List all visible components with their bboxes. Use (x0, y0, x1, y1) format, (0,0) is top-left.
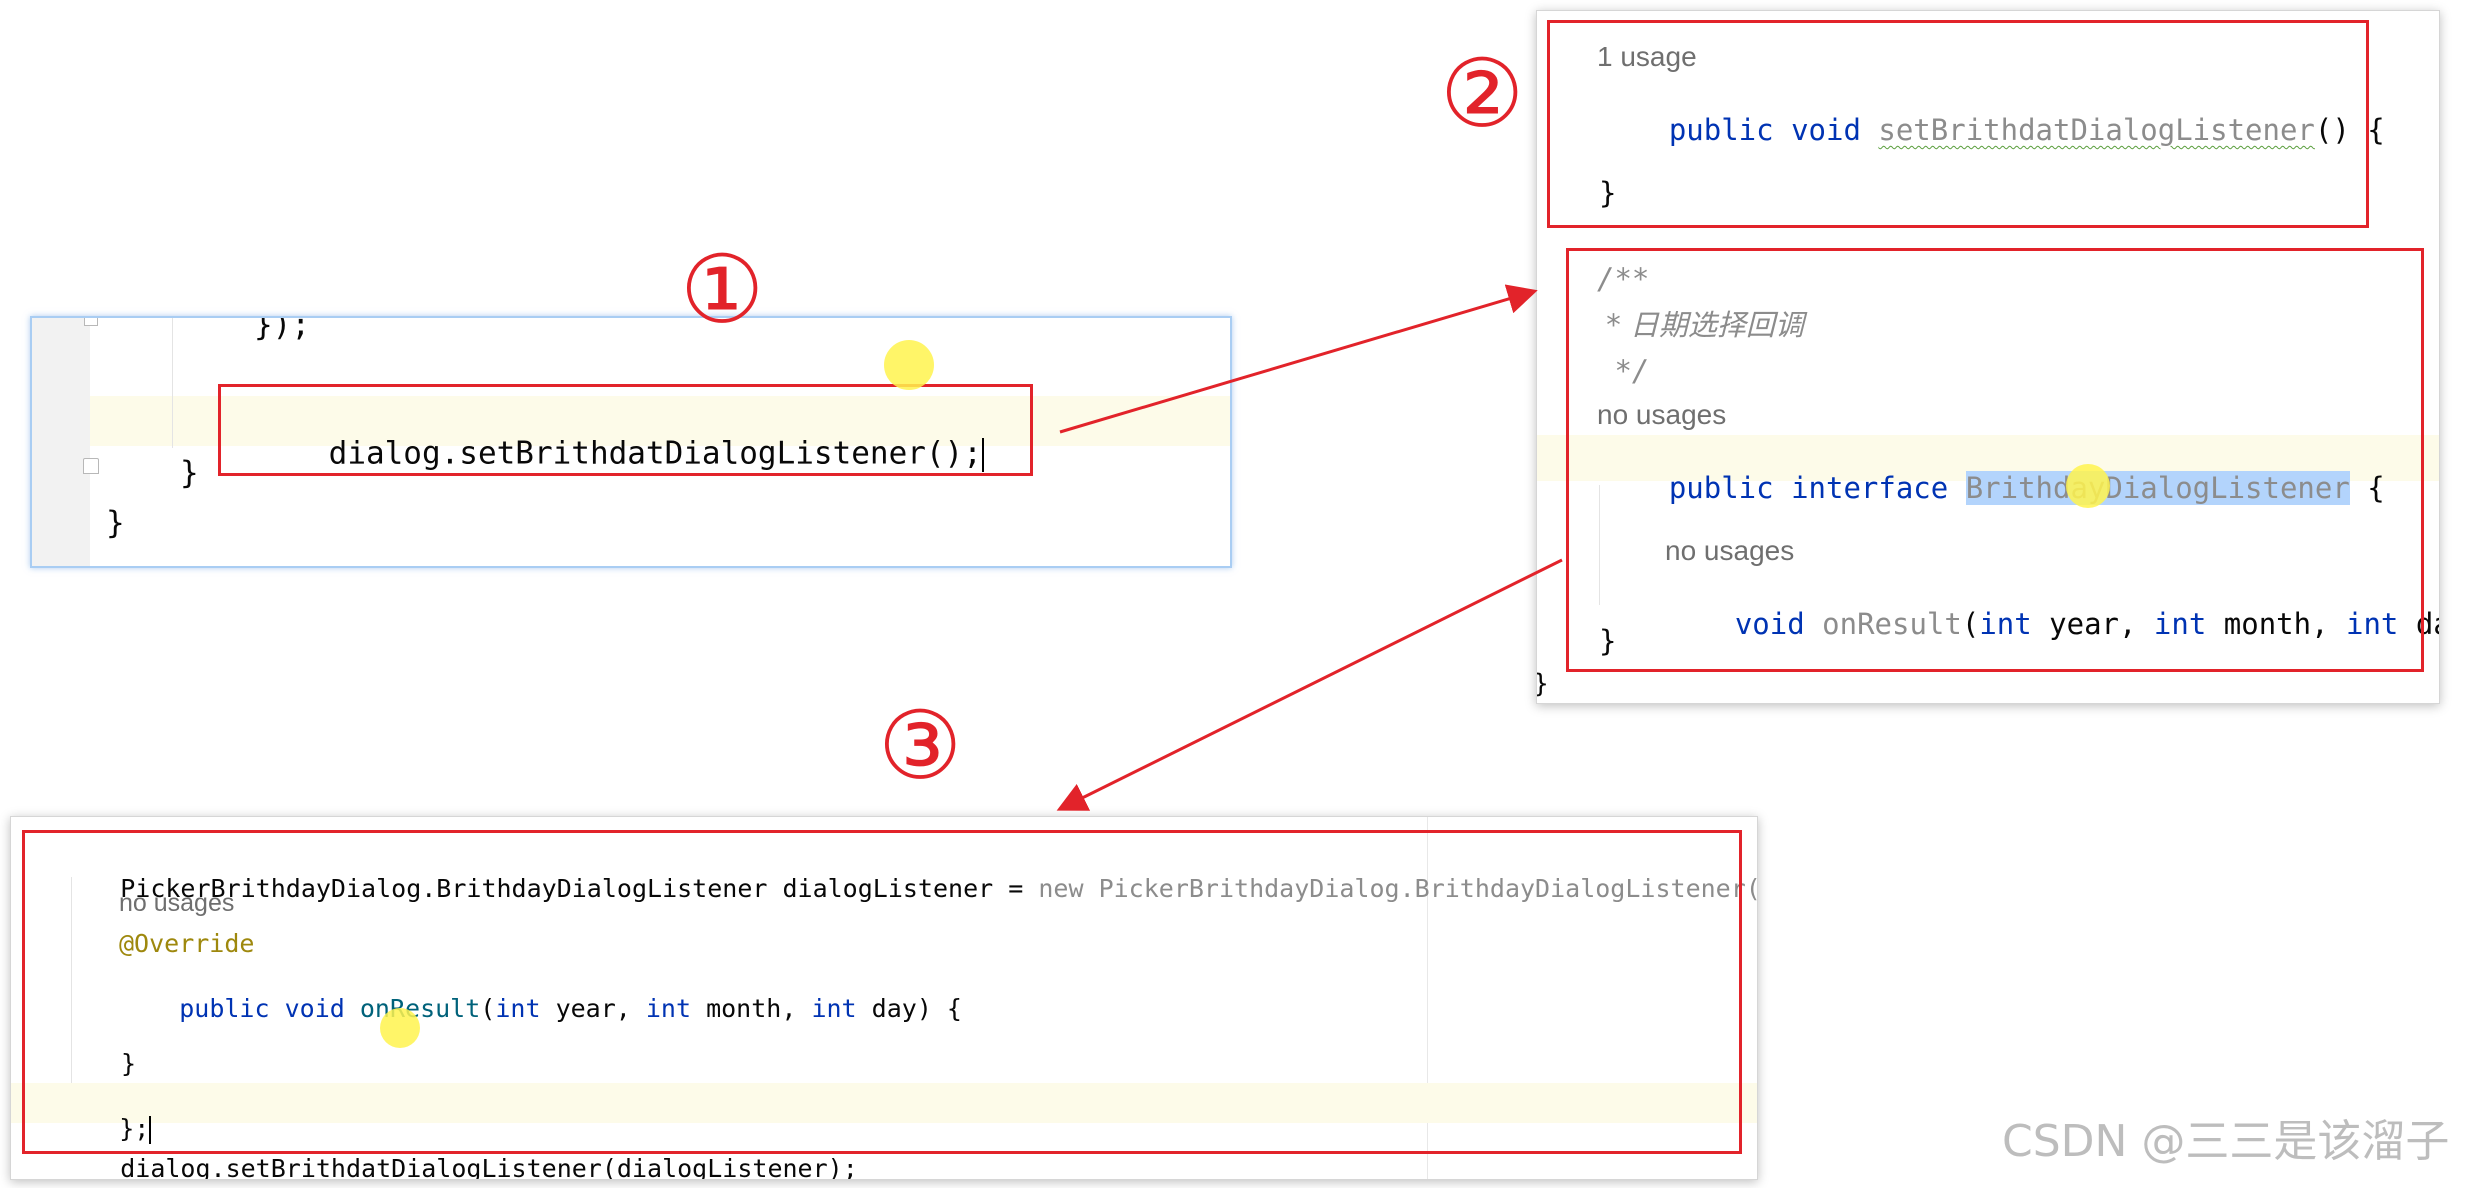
click-indicator (2066, 464, 2110, 508)
code-line-brace: } (1599, 176, 1617, 210)
code-line-brace: } (180, 455, 199, 491)
text-caret (981, 438, 984, 472)
usage-hint: no usages (1597, 399, 1727, 430)
fold-marker-icon[interactable] (84, 318, 98, 326)
indent-guide (1599, 485, 1600, 605)
annotation-box-2b (1566, 248, 2424, 672)
doc-comment-text: * 日期选择回调 (1597, 308, 1804, 342)
gutter (32, 318, 90, 566)
code-line-close-paren: }); (254, 316, 310, 343)
annotation-box-1 (218, 384, 1033, 476)
code-line-close: }; (119, 1114, 152, 1144)
annotation-box-3 (22, 830, 1742, 1154)
method-name[interactable]: onResult (359, 994, 481, 1023)
listener-declaration: PickerBrithdayDialog.BrithdayDialogListe… (120, 874, 1758, 903)
usage-hint: no usages (1665, 535, 1795, 566)
override-annotation: @Override (119, 929, 255, 958)
method-name[interactable]: setBrithdatDialogListener (225, 1154, 602, 1180)
method-declaration: public void setBrithdatDialogListener() … (1668, 113, 2385, 147)
code-panel-2: 1 usage public void setBrithdatDialogLis… (1536, 10, 2440, 704)
method-name[interactable]: setBrithdatDialogListener (1878, 113, 2315, 147)
right-margin-guide (1427, 817, 1428, 1179)
step-label-2: ② (1440, 40, 1525, 149)
code-line-brace: } (1599, 624, 1617, 658)
watermark: CSDN @三三是该溜子 (2002, 1116, 2450, 1167)
step-label-3: ③ (878, 692, 963, 801)
usage-hint: 1 usage (1597, 41, 1697, 72)
interface-declaration: public interface BrithdayDialogListener … (1668, 471, 2385, 505)
call-text: dialog.setBrithdatDialogListener(); (328, 435, 982, 472)
doc-comment-open: /** (1597, 262, 1650, 296)
arrow-2-to-3 (1056, 558, 1563, 811)
method-name[interactable]: onResult (1822, 607, 1962, 641)
code-line-brace: } (121, 1049, 137, 1078)
text-caret (149, 1116, 152, 1144)
code-line-brace: } (1537, 671, 1549, 697)
click-indicator (884, 340, 934, 390)
current-line-highlight (90, 396, 1230, 446)
interface-name[interactable]: BrithdayDialogListener (1965, 471, 2350, 505)
code-line-call[interactable]: dialog.setBrithdatDialogListener(); (254, 407, 984, 503)
current-line-highlight (11, 1083, 1757, 1123)
indent-guide (172, 318, 173, 448)
set-listener-call: dialog.setBrithdatDialogListener(dialogL… (60, 1131, 858, 1180)
code-panel-3: PickerBrithdayDialog.BrithdayDialogListe… (10, 816, 1758, 1180)
usage-hint: no usages (119, 889, 235, 917)
arrow-1-to-2 (1059, 284, 1538, 434)
step-label-1: ① (680, 236, 765, 345)
annotation-box-2a (1547, 20, 2369, 228)
click-indicator (380, 1008, 420, 1048)
fold-marker-icon[interactable] (83, 458, 99, 474)
method-signature: public void onResult(int year, int month… (179, 994, 962, 1023)
indent-guide (71, 877, 72, 1097)
doc-comment-close: */ (1597, 354, 1650, 388)
code-line-brace: } (106, 505, 125, 541)
method-signature: void onResult(int year, int month, int d… (1734, 607, 2439, 641)
